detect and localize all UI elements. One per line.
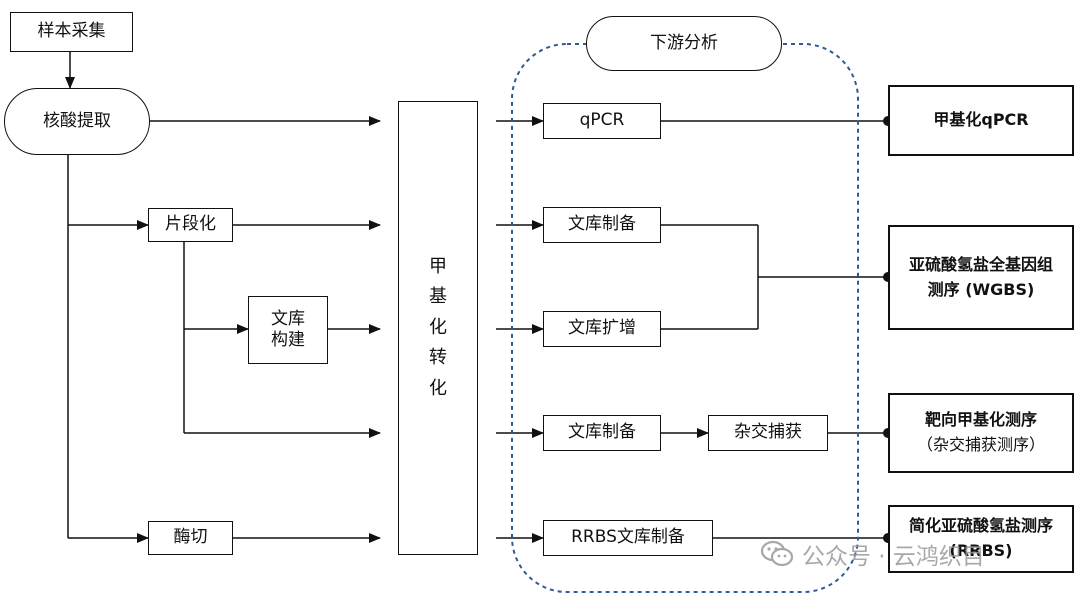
rrbs-box: 简化亚硫酸氢盐测序 (RRBS) — [888, 505, 1074, 573]
hybrid-capture-label: 杂交捕获 — [734, 422, 802, 443]
rrbs-line-2: (RRBS) — [949, 541, 1013, 560]
library-construction-line-1: 文库 — [271, 308, 305, 329]
library-prep-label-1: 文库制备 — [568, 214, 636, 235]
conversion-box: 甲 基 化 转 化 — [398, 101, 478, 555]
library-prep-label-2: 文库制备 — [568, 422, 636, 443]
downstream-title-box: 下游分析 — [586, 16, 782, 71]
sampling-label: 样本采集 — [37, 21, 106, 42]
targeted-seq-line-1: 靶向甲基化测序 — [924, 410, 1037, 430]
library-amplification-label: 文库扩增 — [568, 318, 636, 339]
conversion-char: 化 — [429, 377, 447, 399]
library-amplification-box: 文库扩增 — [543, 311, 661, 347]
watermark: 公众号 · 云鸿织目 — [760, 537, 985, 571]
downstream-frame — [511, 43, 859, 593]
wechat-icon — [760, 540, 794, 567]
library-construction-line-2: 构建 — [271, 330, 305, 350]
targeted-seq-line-2: （杂交捕获测序） — [916, 435, 1045, 454]
fragmentation-box: 片段化 — [148, 208, 233, 242]
qpcr-box: qPCR — [543, 103, 661, 139]
downstream-title: 下游分析 — [650, 32, 718, 53]
conversion-char: 基 — [429, 286, 447, 308]
extraction-box: 核酸提取 — [4, 88, 150, 155]
rrbs-prep-label: RRBS文库制备 — [571, 527, 685, 548]
extraction-label: 核酸提取 — [43, 110, 111, 131]
hybrid-capture-box: 杂交捕获 — [708, 415, 828, 451]
rrbs-prep-box: RRBS文库制备 — [543, 520, 713, 556]
wgbs-line-2: 测序 (WGBS) — [927, 279, 1035, 299]
rrbs-line-1: 简化亚硫酸氢盐测序 — [908, 516, 1053, 536]
conversion-char: 甲 — [429, 255, 447, 277]
sampling-box: 样本采集 — [10, 12, 133, 52]
wgbs-box: 亚硫酸氢盐全基因组 测序 (WGBS) — [888, 225, 1074, 330]
library-prep-box-2: 文库制备 — [543, 415, 661, 451]
fragmentation-label: 片段化 — [165, 214, 216, 235]
digestion-box: 酶切 — [148, 521, 233, 555]
methylation-qpcr-box: 甲基化qPCR — [888, 85, 1074, 156]
library-construction-box: 文库 构建 — [248, 296, 328, 364]
watermark-text: 公众号 · 云鸿织目 — [802, 544, 985, 570]
methylation-qpcr-label: 甲基化qPCR — [933, 110, 1029, 130]
qpcr-label: qPCR — [579, 110, 625, 131]
library-prep-box-1: 文库制备 — [543, 207, 661, 243]
conversion-char: 转 — [429, 347, 447, 369]
targeted-seq-box: 靶向甲基化测序 （杂交捕获测序） — [888, 393, 1074, 473]
conversion-char: 化 — [429, 316, 447, 338]
digestion-label: 酶切 — [173, 527, 208, 548]
wgbs-line-1: 亚硫酸氢盐全基因组 — [908, 254, 1053, 274]
